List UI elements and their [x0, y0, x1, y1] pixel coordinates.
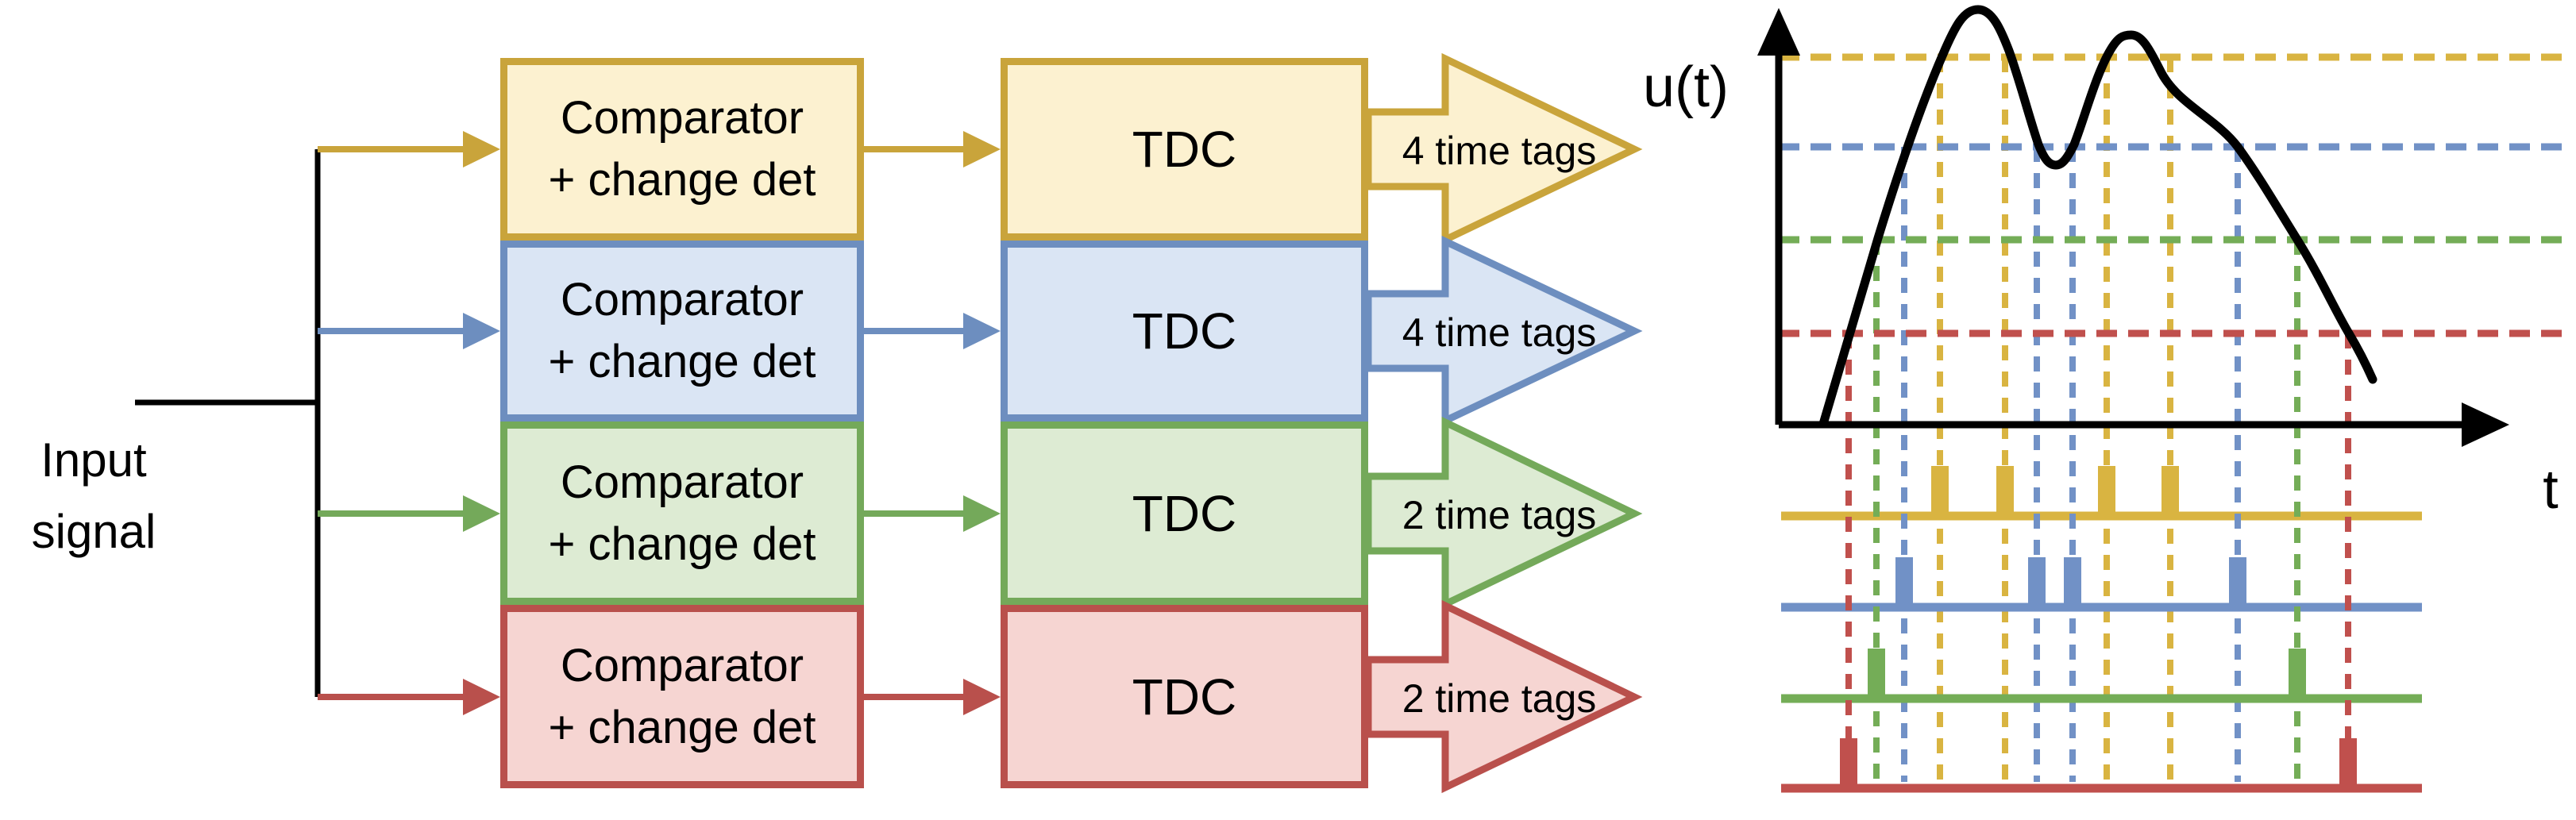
tdc-block-yellow: TDC: [1001, 58, 1368, 241]
comparator-block-yellow: Comparator + change det: [500, 58, 864, 241]
comparator-label-line1: Comparator: [560, 456, 804, 508]
tdc-block-green: TDC: [1001, 422, 1368, 605]
pulse-green-0: [1868, 649, 1885, 699]
comparator-label-line2: + change det: [548, 518, 816, 570]
time-tags-label-green: 2 time tags: [1402, 493, 1597, 537]
pulse-red-0: [1840, 738, 1857, 788]
pulse-yellow-2: [2098, 466, 2115, 516]
time-tags-label-blue: 4 time tags: [1402, 310, 1597, 355]
arrowhead-input-to-comparator-yellow: [463, 131, 500, 167]
time-tags-label-yellow: 4 time tags: [1402, 129, 1597, 173]
tdc-label: TDC: [1132, 668, 1237, 726]
comparator-block-green: Comparator + change det: [500, 422, 864, 605]
time-tags-arrow-red: [1364, 599, 1643, 794]
pulse-blue-1: [2028, 557, 2046, 607]
signal-curve: [1818, 5, 2377, 429]
tdc-block-blue: TDC: [1001, 241, 1368, 422]
input-signal-label: Input signal: [32, 425, 156, 568]
time-tags-label-red: 2 time tags: [1402, 676, 1597, 721]
pulse-blue-2: [2064, 557, 2081, 607]
arrowhead-input-to-comparator-blue: [463, 313, 500, 349]
arrowhead-comparator-to-tdc-green: [963, 495, 1001, 532]
pulse-yellow-3: [2161, 466, 2179, 516]
time-tags-arrow-yellow: [1364, 52, 1643, 246]
pulse-yellow-0: [1931, 466, 1949, 516]
plot-dynamic-layer: [1779, 53, 2565, 793]
comparator-label-line1: Comparator: [560, 639, 804, 691]
tdc-label: TDC: [1132, 121, 1237, 178]
pulse-blue-0: [1895, 557, 1913, 607]
arrowhead-comparator-to-tdc-yellow: [963, 131, 1001, 167]
arrowhead-comparator-to-tdc-blue: [963, 313, 1001, 349]
t-axis-label: t: [2543, 458, 2559, 520]
arrowhead-input-to-comparator-red: [463, 679, 500, 715]
tdc-label: TDC: [1132, 302, 1237, 360]
pulse-green-1: [2289, 649, 2306, 699]
comparator-block-red: Comparator + change det: [500, 605, 864, 788]
comparator-block-blue: Comparator + change det: [500, 241, 864, 422]
pulse-blue-3: [2229, 557, 2246, 607]
u-axis-label: u(t): [1643, 56, 1729, 119]
tdc-label: TDC: [1132, 484, 1237, 542]
comparator-label-line2: + change det: [548, 154, 816, 206]
u-axis-arrowhead: [1757, 8, 1800, 56]
t-axis-arrowhead: [2462, 402, 2509, 447]
time-tags-arrow-green: [1364, 416, 1643, 610]
input-signal-label-line2: signal: [31, 505, 156, 558]
comparator-label-line2: + change det: [548, 701, 816, 753]
tdc-block-red: TDC: [1001, 605, 1368, 788]
pulse-red-1: [2339, 738, 2357, 788]
comparator-label-line1: Comparator: [560, 92, 804, 144]
time-tags-arrow-blue: [1364, 235, 1643, 427]
comparator-label-line1: Comparator: [560, 274, 804, 325]
input-signal-label-line1: Input: [40, 433, 147, 487]
pulse-yellow-1: [1996, 466, 2014, 516]
arrowhead-comparator-to-tdc-red: [963, 679, 1001, 715]
comparator-label-line2: + change det: [548, 336, 816, 387]
arrowhead-input-to-comparator-green: [463, 495, 500, 532]
